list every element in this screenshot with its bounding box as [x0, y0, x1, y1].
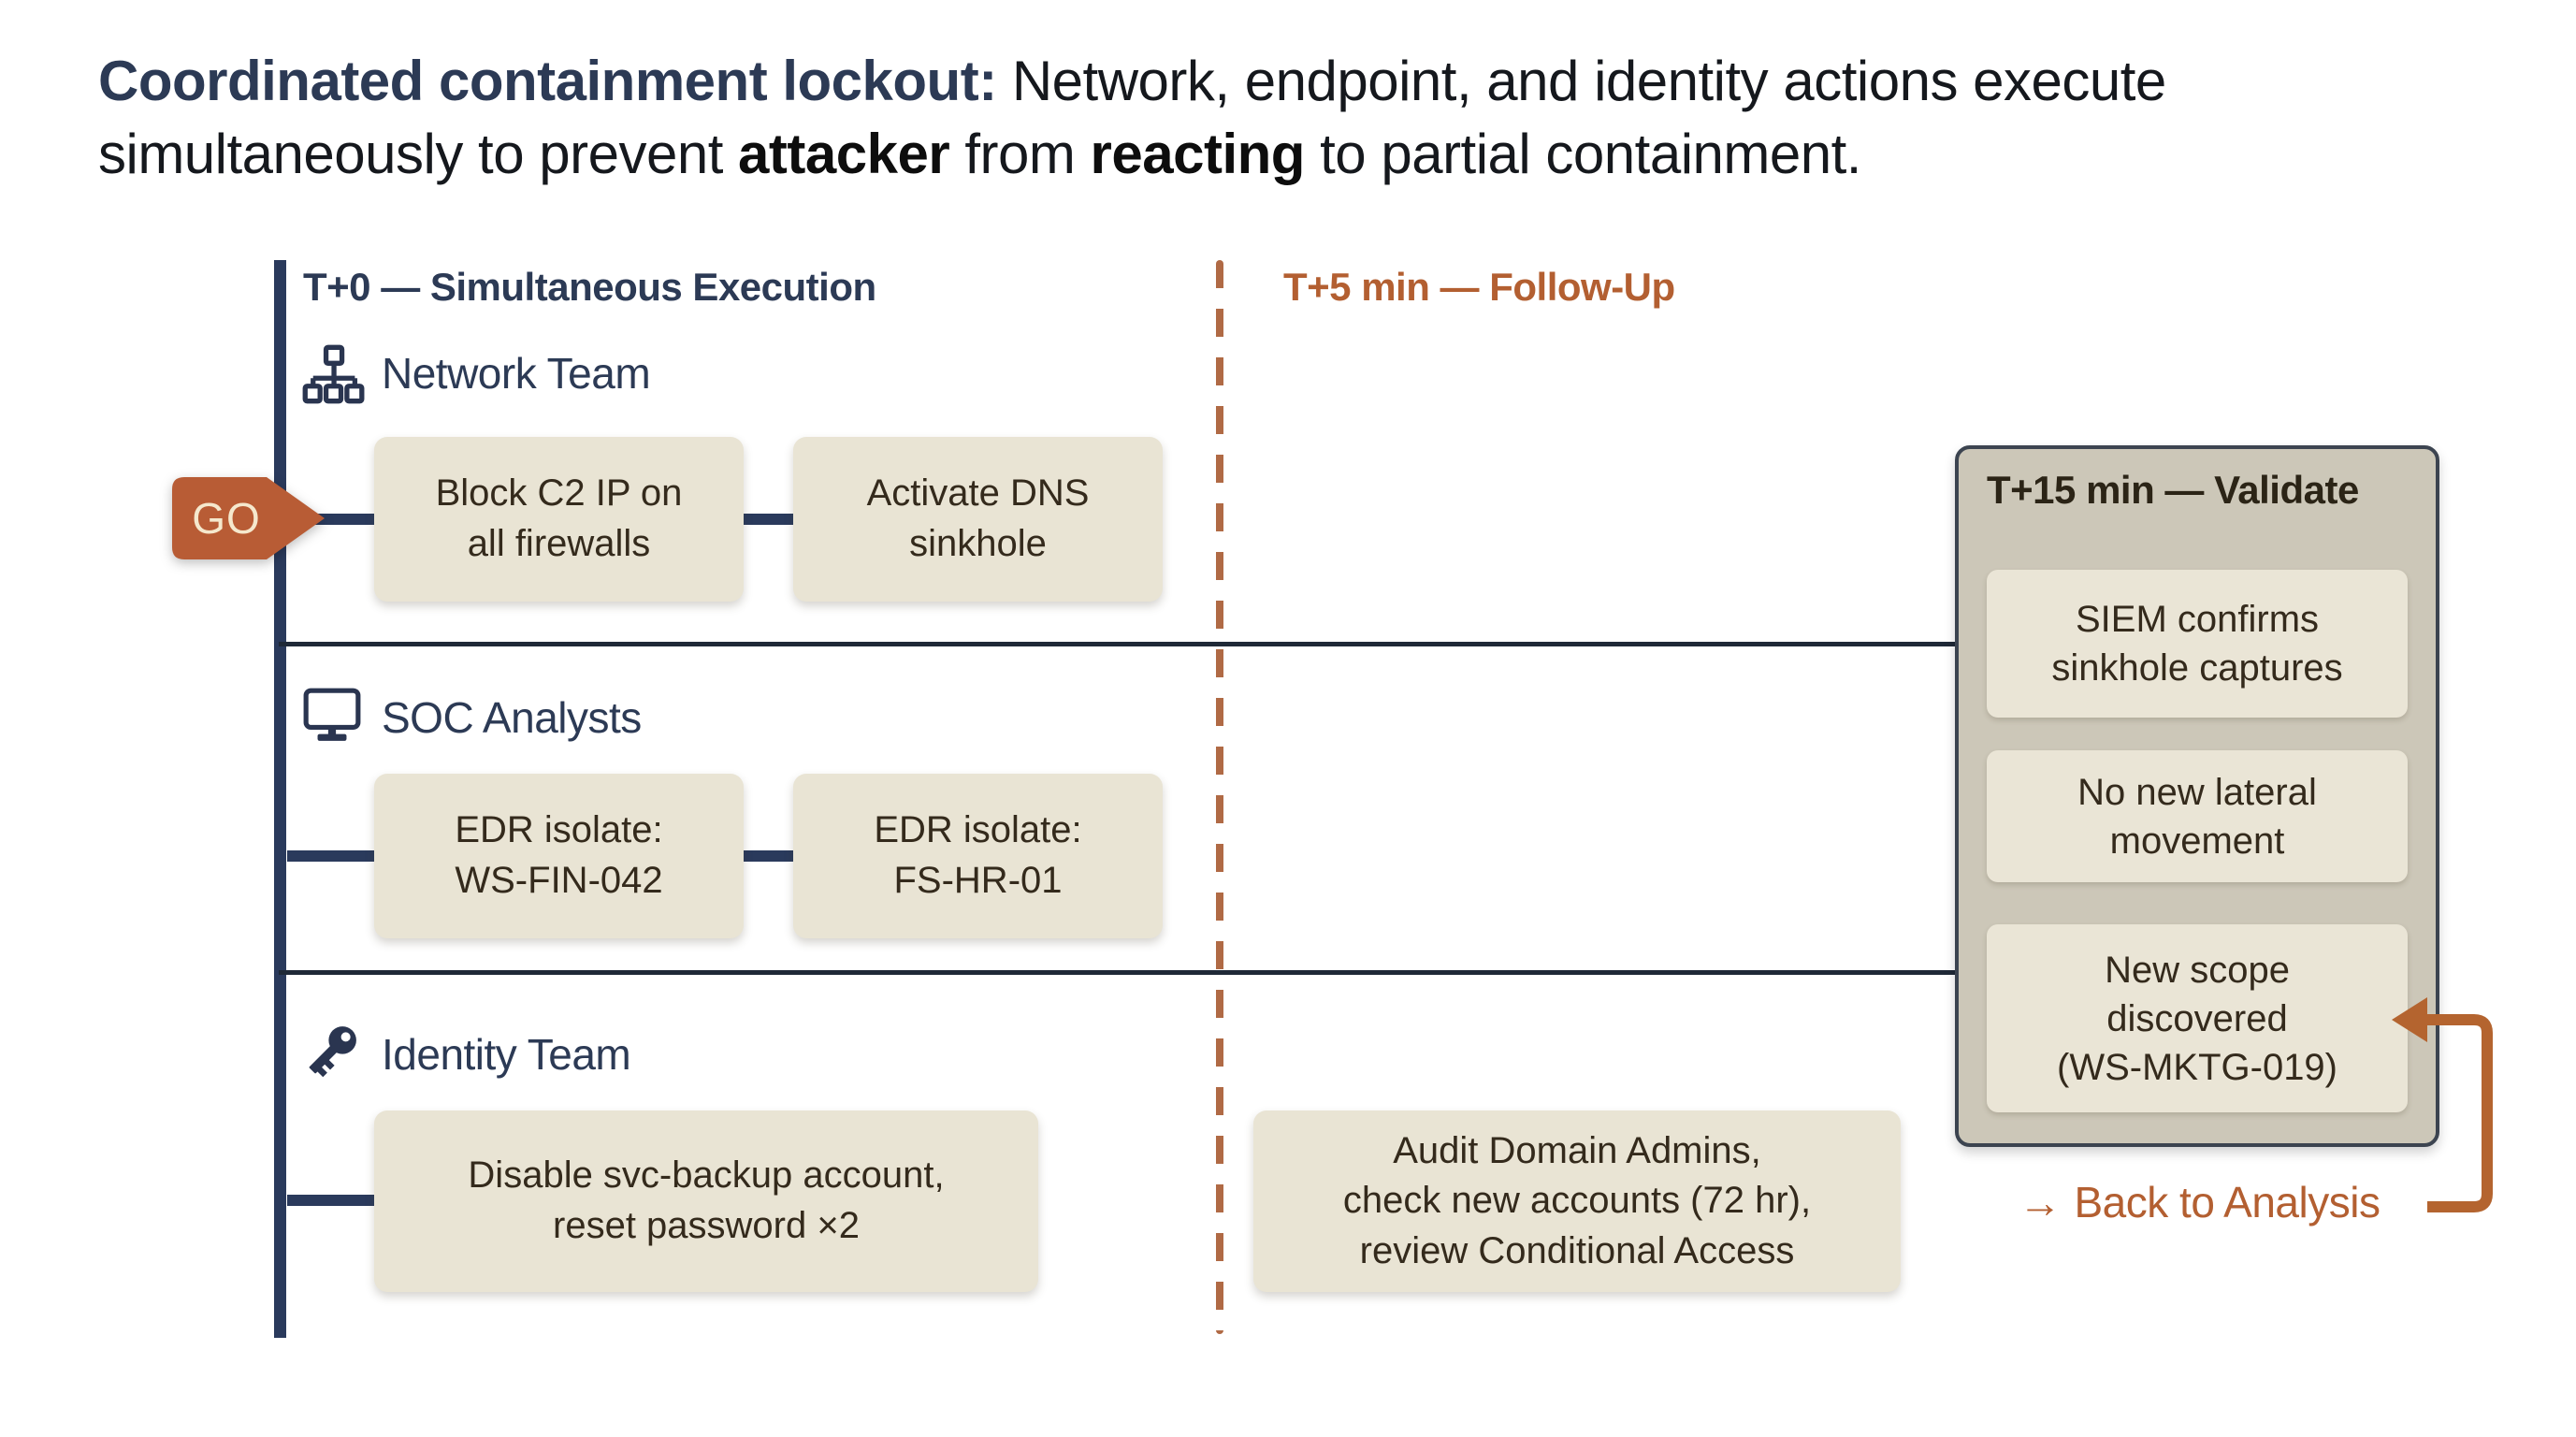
task-box-edr-ws-fin-042: EDR isolate: WS-FIN-042 [374, 774, 744, 938]
timeline-axis [274, 260, 286, 1338]
back-to-analysis-text: Back to Analysis [2074, 1178, 2381, 1227]
lane-label-network: Network Team [382, 349, 651, 398]
phase-divider-dashed-line [1216, 260, 1223, 1334]
lane-separator-1 [279, 642, 1958, 646]
network-icon [301, 342, 365, 406]
lane-label-identity: Identity Team [382, 1030, 631, 1079]
validate-item-lateral: No new lateral movement [1987, 750, 2408, 882]
title-line-2: simultaneously to prevent attacker from … [98, 118, 2399, 191]
task-box-block-c2: Block C2 IP on all firewalls [374, 437, 744, 602]
diagram-title: Coordinated containment lockout: Network… [98, 45, 2399, 191]
connector-row1-between [744, 514, 793, 525]
back-to-analysis-label: →Back to Analysis [2019, 1177, 2381, 1227]
task-box-audit-domain-admins: Audit Domain Admins, check new accounts … [1253, 1110, 1901, 1292]
title-emphasis-attacker: attacker [738, 123, 950, 185]
feedback-arrow [2392, 997, 2493, 1212]
lane-label-soc: SOC Analysts [382, 693, 642, 742]
go-badge: GO [171, 476, 326, 560]
task-box-edr-fs-hr-01: EDR isolate: FS-HR-01 [793, 774, 1163, 938]
connector-row2-between [744, 850, 793, 862]
title-line-1: Coordinated containment lockout: Network… [98, 45, 2399, 118]
title-line1-rest: Network, endpoint, and identity actions … [996, 50, 2166, 112]
title-emphasis-reacting: reacting [1090, 123, 1306, 185]
title-line2-text: simultaneously to prevent [98, 123, 739, 185]
validate-item-siem: SIEM confirms sinkhole captures [1987, 570, 2408, 718]
monitor-icon [301, 684, 363, 746]
title-line2-text2: from [949, 123, 1091, 185]
title-lead: Coordinated containment lockout: [98, 50, 997, 112]
task-box-disable-svc-backup: Disable svc-backup account, reset passwo… [374, 1110, 1038, 1292]
lane-separator-2 [279, 970, 1958, 975]
arrow-right-icon: → [2019, 1178, 2062, 1227]
task-box-dns-sinkhole: Activate DNS sinkhole [793, 437, 1163, 602]
validate-item-new-scope: New scope discovered (WS-MKTG-019) [1987, 924, 2408, 1112]
column-header-t0: T+0 — Simultaneous Execution [303, 265, 876, 309]
validate-header: T+15 min — Validate [1987, 468, 2359, 512]
connector-row2-axis [287, 850, 374, 862]
title-line2-text3: to partial containment. [1304, 123, 1861, 185]
key-icon [297, 1020, 363, 1085]
go-badge-label: GO [192, 494, 261, 543]
column-header-t5: T+5 min — Follow-Up [1283, 265, 1675, 309]
connector-row3-axis [287, 1195, 374, 1206]
